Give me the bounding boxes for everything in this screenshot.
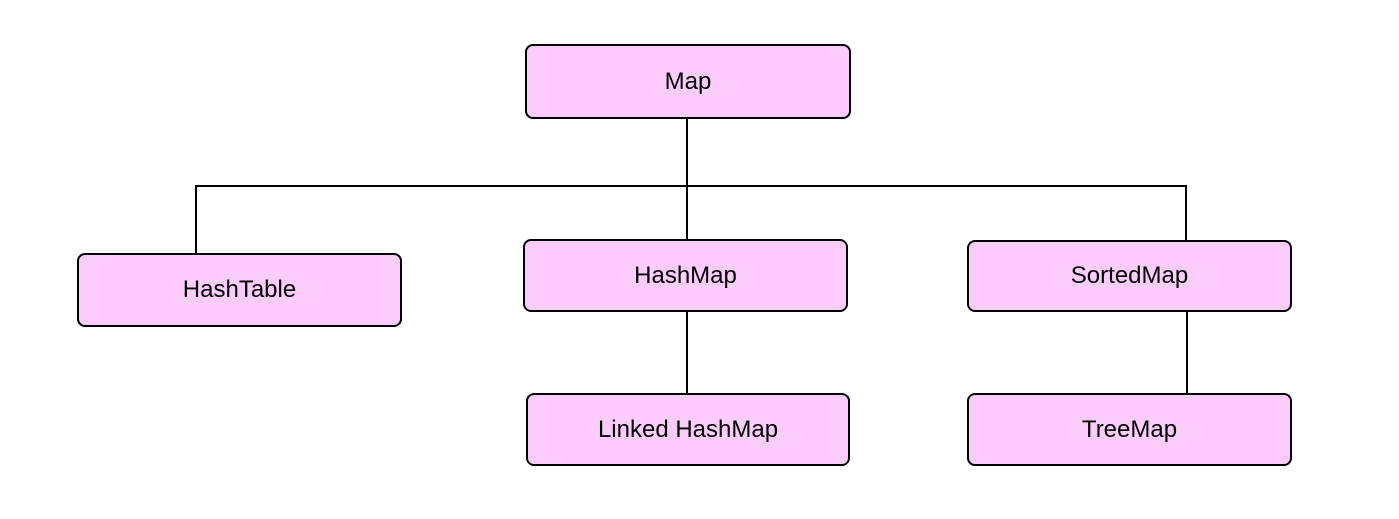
node-map: Map <box>525 44 851 119</box>
node-linkedhashmap: Linked HashMap <box>526 393 850 466</box>
edge-sortedmap-to-treemap-line <box>1186 311 1188 393</box>
edge-map-to-hashtable-line <box>195 185 197 253</box>
edge-children-horizontal-line <box>195 185 1187 187</box>
edge-hashmap-to-linkedhashmap-line <box>686 311 688 393</box>
node-sortedmap: SortedMap <box>967 240 1292 312</box>
node-hashmap: HashMap <box>523 239 848 312</box>
node-treemap-label: TreeMap <box>1081 415 1178 443</box>
node-linkedhashmap-label: Linked HashMap <box>597 415 779 443</box>
node-treemap: TreeMap <box>967 393 1292 466</box>
node-hashmap-label: HashMap <box>634 261 737 289</box>
edge-map-to-hashmap-line <box>686 119 688 239</box>
node-sortedmap-label: SortedMap <box>1070 262 1189 289</box>
node-hashtable-label: HashTable <box>182 276 297 303</box>
node-hashtable: HashTable <box>77 253 402 327</box>
node-map-label: Map <box>664 67 712 95</box>
edge-map-to-sortedmap-line <box>1185 185 1187 240</box>
